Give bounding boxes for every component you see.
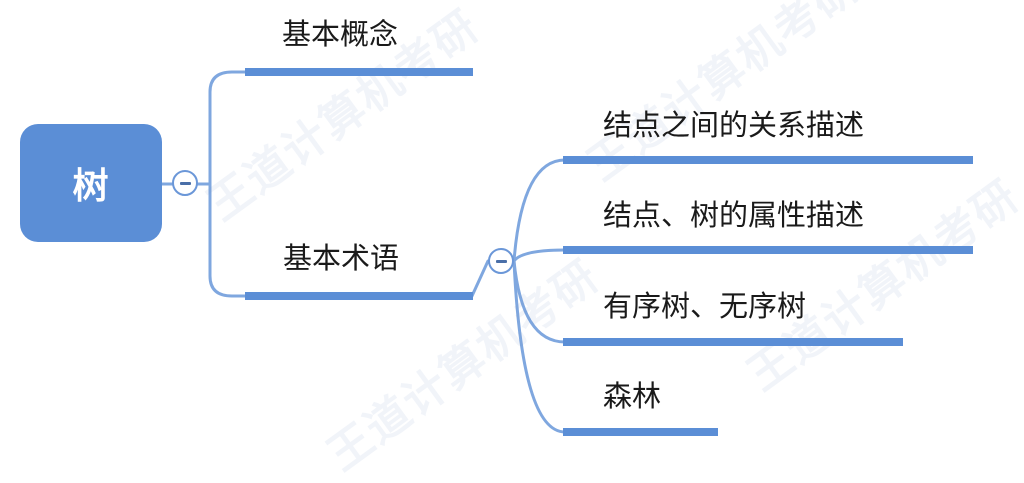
minus-icon <box>179 181 191 185</box>
branch-terms-label[interactable]: 基本术语 <box>283 241 400 275</box>
connector-lines <box>160 70 567 434</box>
connector-terms-out <box>470 259 490 298</box>
child-label-1[interactable]: 结点、树的属性描述 <box>603 198 865 232</box>
child-underline-3 <box>563 428 718 436</box>
child-underline-1 <box>563 246 973 254</box>
connector-child-0 <box>512 158 567 263</box>
child-underline-2 <box>563 338 903 346</box>
connector-child-1 <box>512 248 567 263</box>
branch-concept-label[interactable]: 基本概念 <box>282 17 399 51</box>
connector-terms <box>208 182 247 298</box>
child-label-0[interactable]: 结点之间的关系描述 <box>603 108 865 142</box>
connector-child-3 <box>512 259 567 434</box>
root-node[interactable]: 树 <box>20 124 162 242</box>
connector-concept <box>196 70 247 186</box>
branch-concept-underline <box>245 68 473 76</box>
root-label: 树 <box>72 166 110 207</box>
collapse-terms-button[interactable] <box>488 248 514 274</box>
branch-terms-underline <box>245 292 473 300</box>
child-label-2[interactable]: 有序树、无序树 <box>603 289 807 323</box>
child-underline-0 <box>563 156 973 164</box>
minus-icon <box>495 259 507 263</box>
child-label-3[interactable]: 森林 <box>603 379 662 413</box>
connector-child-2 <box>512 259 567 344</box>
collapse-root-button[interactable] <box>172 170 198 196</box>
